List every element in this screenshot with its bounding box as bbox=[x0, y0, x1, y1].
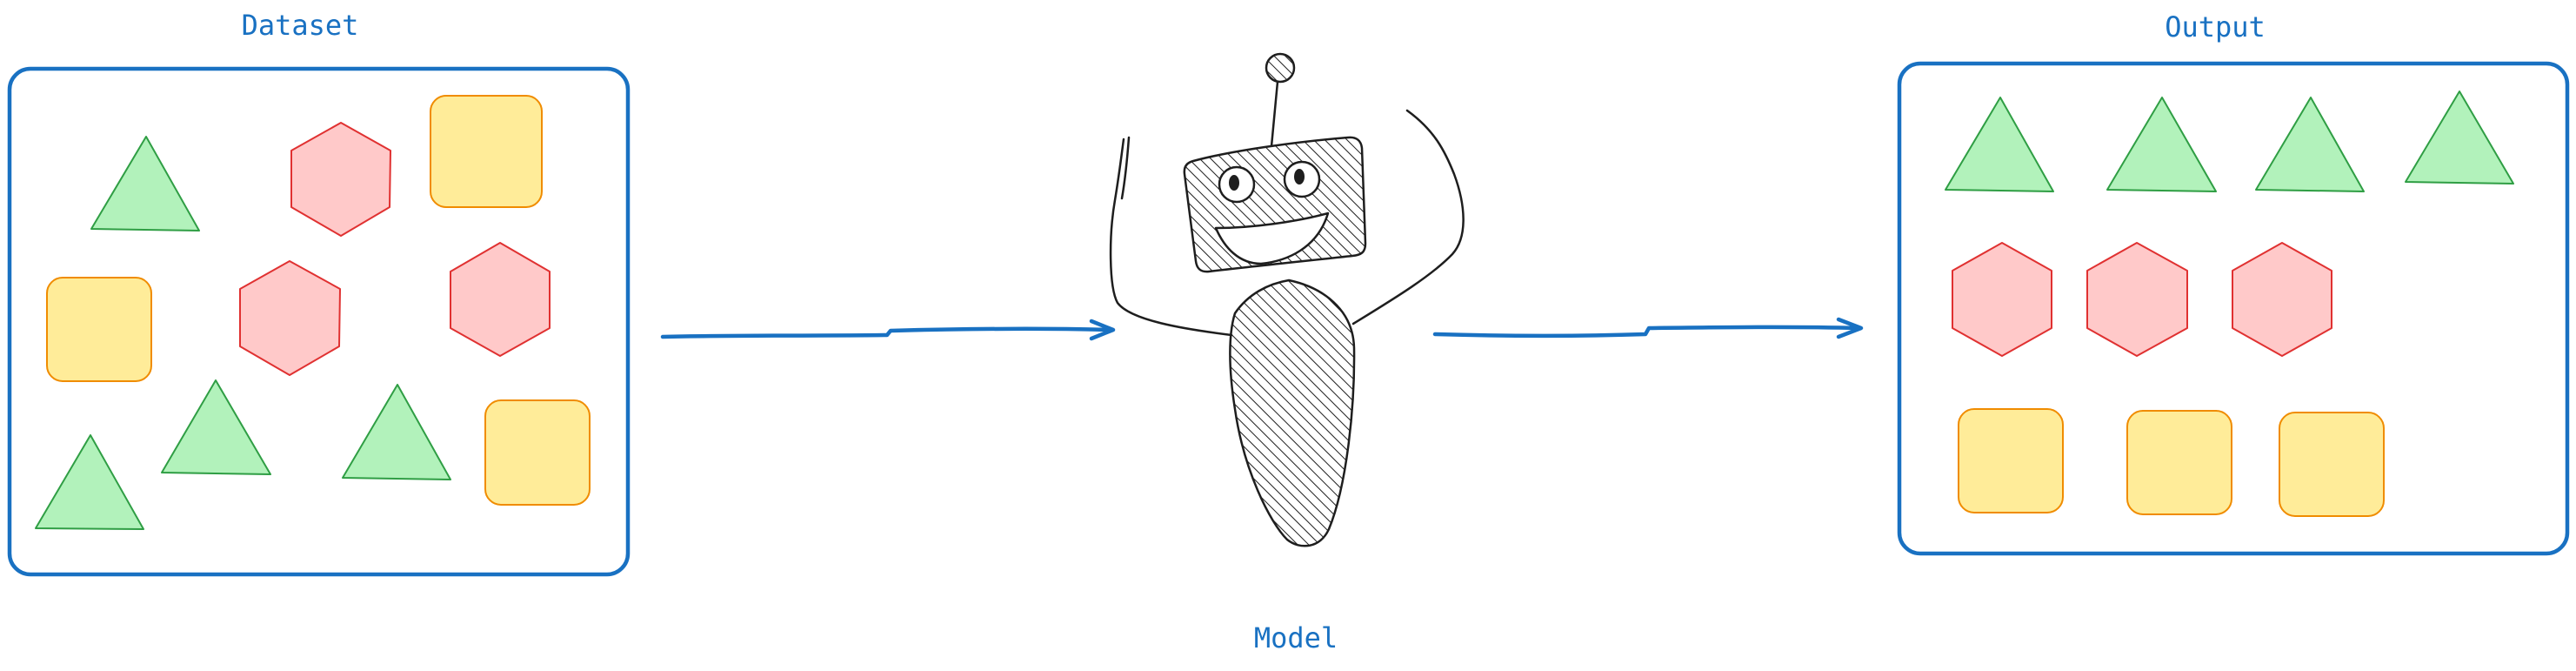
dataset-box bbox=[7, 66, 631, 577]
robot-icon bbox=[1109, 52, 1465, 547]
red-hexagon bbox=[2232, 242, 2332, 357]
robot-antenna-ball bbox=[1265, 52, 1296, 84]
output-row-hexagons bbox=[1952, 242, 2332, 357]
yellow-square bbox=[46, 277, 152, 382]
arrow-model-to-output bbox=[1432, 325, 1862, 339]
red-hexagon bbox=[2086, 242, 2188, 357]
dataset-shapes bbox=[35, 95, 591, 530]
robot-antenna bbox=[1270, 80, 1279, 148]
output-box bbox=[1897, 61, 2570, 556]
green-triangle bbox=[161, 379, 271, 475]
robot-arm-right bbox=[1351, 109, 1465, 325]
dataset-label: Dataset bbox=[242, 9, 359, 42]
red-hexagon bbox=[450, 242, 551, 357]
green-triangle bbox=[35, 434, 144, 530]
robot-hand-left bbox=[1120, 136, 1131, 200]
green-triangle bbox=[342, 384, 451, 480]
yellow-square bbox=[2126, 410, 2232, 515]
robot-pupil-left bbox=[1229, 175, 1239, 191]
arrow-head-icon bbox=[1089, 319, 1116, 341]
robot-body bbox=[1229, 278, 1356, 547]
output-label: Output bbox=[2165, 10, 2266, 44]
robot-pupil-right bbox=[1294, 169, 1305, 185]
red-hexagon bbox=[290, 122, 391, 237]
red-hexagon bbox=[239, 260, 341, 376]
arrow-dataset-to-model bbox=[660, 326, 1114, 339]
yellow-square bbox=[430, 95, 543, 208]
green-triangle bbox=[1945, 97, 2054, 192]
yellow-square bbox=[1958, 408, 2064, 513]
green-triangle bbox=[90, 136, 200, 231]
robot-arm-left bbox=[1109, 138, 1233, 337]
output-row-squares bbox=[1958, 408, 2385, 517]
green-triangle bbox=[2106, 97, 2217, 192]
yellow-square bbox=[2279, 412, 2385, 517]
green-triangle bbox=[2255, 97, 2365, 192]
yellow-square bbox=[484, 399, 591, 506]
model-label: Model bbox=[1254, 621, 1338, 654]
arrow-head-icon bbox=[1836, 317, 1864, 339]
green-triangle bbox=[2405, 91, 2514, 185]
red-hexagon bbox=[1952, 242, 2052, 357]
robot-mouth bbox=[1214, 211, 1330, 265]
output-row-triangles bbox=[1945, 91, 2514, 192]
